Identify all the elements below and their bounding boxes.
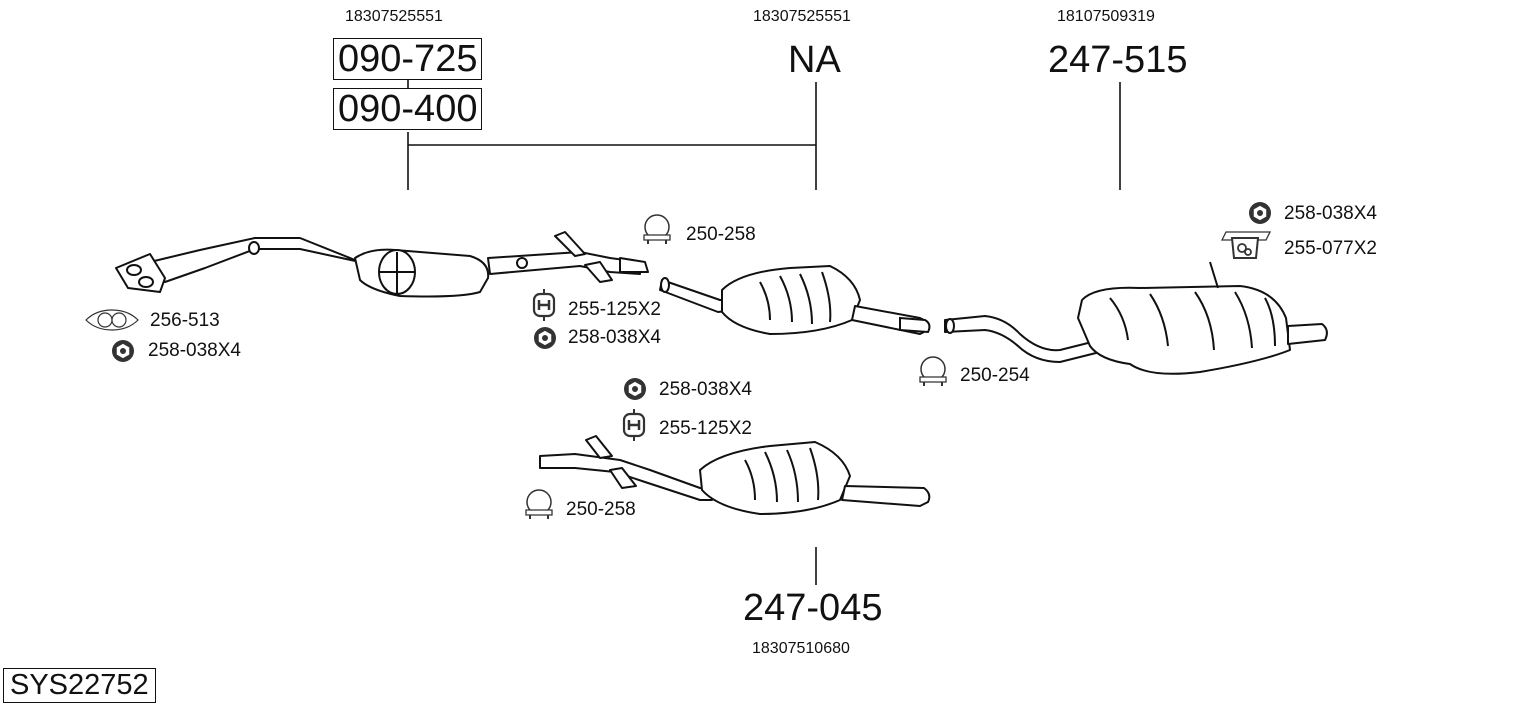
nut-icon [624, 378, 646, 400]
part-number-box[interactable]: 090-725 [333, 38, 483, 80]
middle-silencer-lower-drawing [539, 435, 931, 515]
accessory-part[interactable]: 258-038X4 [1284, 203, 1377, 224]
oem-number: 18307525551 [345, 8, 443, 25]
pipe-connector-drawing [899, 316, 931, 334]
part-number: NA [788, 39, 841, 81]
rubber-mount-icon [622, 409, 646, 441]
rear-silencer-drawing [944, 261, 1328, 375]
front-pipe-catalyst-drawing [115, 231, 649, 298]
accessory-part[interactable]: 250-258 [566, 499, 636, 520]
accessory-part[interactable]: 258-038X4 [568, 327, 661, 348]
rubber-mount-icon [532, 289, 556, 321]
clamp-icon [919, 356, 947, 386]
nut-icon [1249, 202, 1271, 224]
accessory-part[interactable]: 255-125X2 [659, 418, 752, 439]
accessory-part[interactable]: 258-038X4 [659, 379, 752, 400]
accessory-part[interactable]: 255-077X2 [1284, 238, 1377, 259]
system-id-box: SYS22752 [3, 668, 156, 704]
accessory-part[interactable]: 250-258 [686, 224, 756, 245]
part-number-box[interactable]: 090-400 [333, 88, 483, 130]
clamp-icon [525, 489, 553, 519]
part-number[interactable]: 247-045 [743, 587, 883, 629]
oem-number: 18307510680 [752, 640, 850, 657]
hanger-bracket-icon [1220, 231, 1272, 259]
part-number[interactable]: 247-515 [1048, 39, 1188, 81]
clamp-icon [643, 214, 671, 244]
accessory-part[interactable]: 256-513 [150, 310, 220, 331]
oem-number: 18107509319 [1057, 8, 1155, 25]
gasket-icon [85, 309, 139, 331]
nut-icon [534, 327, 556, 349]
accessory-part[interactable]: 255-125X2 [568, 299, 661, 320]
accessory-part[interactable]: 258-038X4 [148, 340, 241, 361]
oem-number: 18307525551 [753, 8, 851, 25]
leader-lines [407, 80, 1121, 585]
middle-silencer-upper-drawing [659, 265, 930, 335]
accessory-part[interactable]: 250-254 [960, 365, 1030, 386]
nut-icon [112, 340, 134, 362]
